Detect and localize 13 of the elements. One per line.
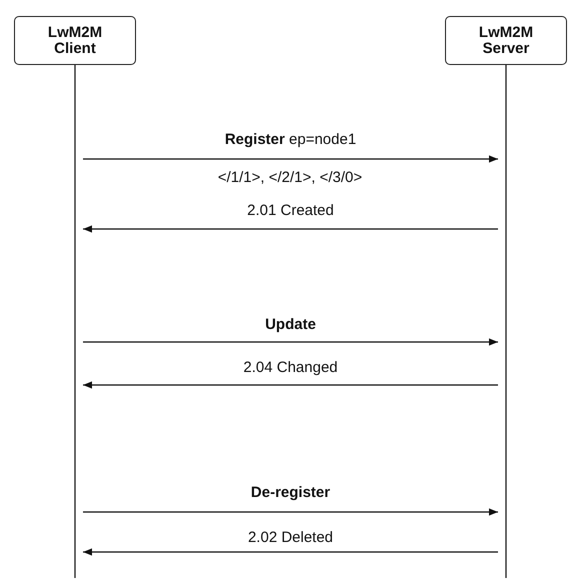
- message-arrow: [83, 338, 498, 346]
- participant-box: LwM2M Server: [445, 16, 567, 65]
- participant-box: LwM2M Client: [14, 16, 136, 65]
- message-arrow: [83, 225, 498, 233]
- edge-label: 2.04 Changed: [241, 359, 340, 376]
- edge-label: Register ep=node1: [222, 131, 358, 148]
- message-arrow: [83, 381, 498, 389]
- message-arrow: [83, 548, 498, 556]
- edge-label: De-register: [248, 484, 332, 501]
- edge-label: Update: [263, 316, 318, 333]
- message-arrow: [83, 508, 498, 516]
- message-parameters: </1/1>, </2/1>, </3/0>: [216, 169, 364, 186]
- message-arrow: [83, 155, 498, 163]
